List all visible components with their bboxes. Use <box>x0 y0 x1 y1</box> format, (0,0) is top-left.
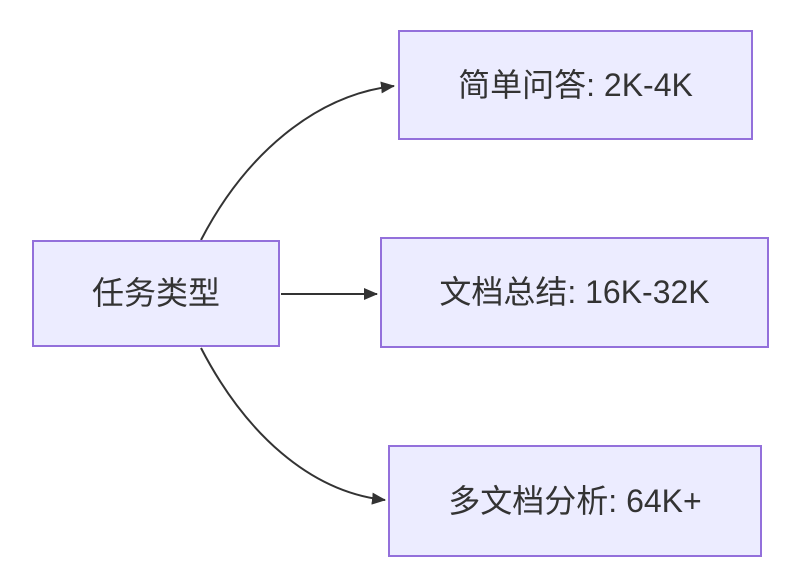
node-simple-qa-label: 简单问答: 2K-4K <box>458 66 693 103</box>
node-doc-summary: 文档总结: 16K-32K <box>380 237 769 348</box>
node-doc-summary-label: 文档总结: 16K-32K <box>439 274 710 311</box>
node-simple-qa: 简单问答: 2K-4K <box>398 30 753 140</box>
node-task-type: 任务类型 <box>32 240 280 347</box>
node-task-type-label: 任务类型 <box>91 275 220 312</box>
edge-root-to-simple-qa <box>200 81 395 241</box>
node-multi-doc-analysis: 多文档分析: 64K+ <box>388 445 762 557</box>
edge-root-to-multi-doc <box>200 347 386 505</box>
node-multi-doc-analysis-label: 多文档分析: 64K+ <box>448 482 702 519</box>
